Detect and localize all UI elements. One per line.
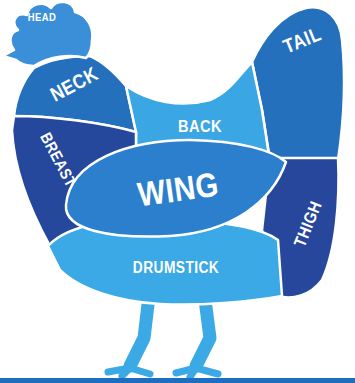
foot	[108, 368, 150, 376]
foot	[176, 368, 218, 377]
chicken-part: WING	[62, 136, 288, 240]
part-outline	[48, 220, 282, 305]
part-label: BACK	[178, 118, 222, 135]
part-label: HEAD	[28, 12, 57, 23]
part-shape	[0, 0, 96, 70]
chicken-part: HEAD	[0, 0, 96, 70]
part-label: DRUMSTICK	[133, 260, 219, 276]
part-outline	[3, 2, 92, 66]
part-outline	[66, 140, 286, 237]
base-bar	[0, 378, 355, 383]
